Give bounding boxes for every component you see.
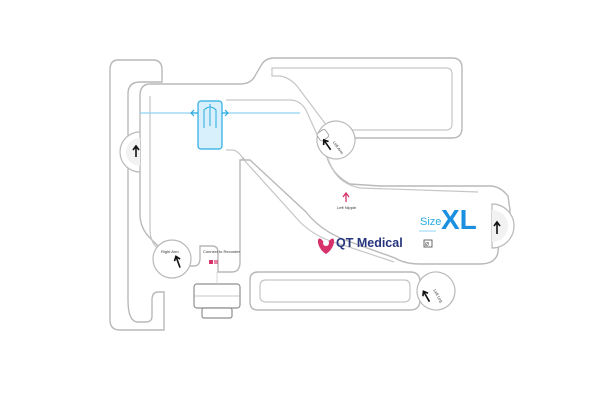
right-arrow-icon xyxy=(222,109,229,117)
certification-mark-icon: Ø xyxy=(425,242,429,248)
right-arm-arrow-icon xyxy=(173,255,181,268)
heart-qt-logo-icon xyxy=(317,238,335,254)
size-value: XL xyxy=(441,204,477,235)
left-arrow-icon xyxy=(190,109,198,117)
left-leg-arrow-icon xyxy=(422,290,431,303)
connector-marker-icon xyxy=(209,260,213,264)
bottom-loop-outline xyxy=(249,271,421,311)
connector-tab xyxy=(201,307,233,319)
qt-medical-logo: QT Medical xyxy=(317,236,403,254)
left-up-arrow-icon xyxy=(132,144,140,157)
nipple-marker-icon xyxy=(342,191,350,202)
right-up-arrow-icon xyxy=(493,220,501,234)
left-frame-outline xyxy=(109,59,165,331)
left-electrode-inner xyxy=(126,138,140,166)
left-arm-arrow-icon xyxy=(322,138,332,151)
size-label: Size xyxy=(420,216,441,228)
bottom-loop-inner xyxy=(259,279,411,303)
connector-marker-icon-2 xyxy=(214,260,218,264)
top-loop-inner xyxy=(271,67,453,131)
right-arm-label: Right Arm xyxy=(161,249,179,254)
connector-label: Connect to Recorder xyxy=(203,249,241,254)
certification-icon xyxy=(423,239,433,248)
left-leg-electrode: Left Leg xyxy=(416,271,456,311)
left-arm-electrode: Left Arm xyxy=(316,120,356,160)
main-body-outline xyxy=(139,57,511,273)
center-chevron-icon: ^ xyxy=(242,158,245,164)
left-nipple-label: Left Nipple xyxy=(337,205,357,210)
brand-name: QT Medical xyxy=(336,236,403,250)
right-arm-electrode: Right Arm xyxy=(152,239,192,279)
left-leg-label: Left Leg xyxy=(432,288,444,303)
